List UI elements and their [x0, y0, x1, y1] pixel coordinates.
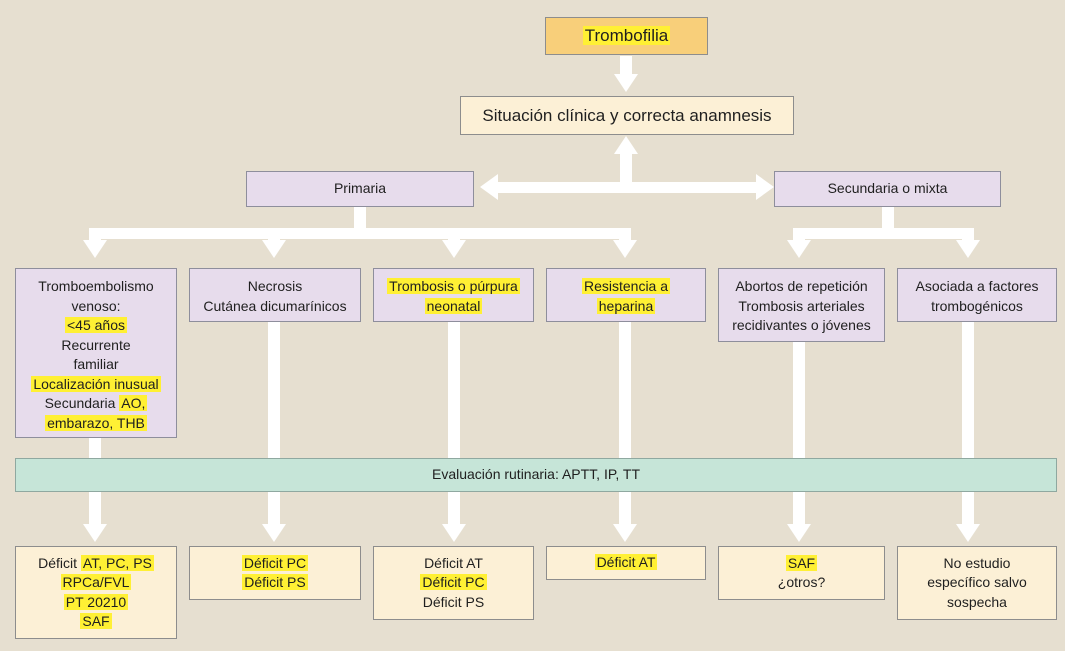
text-line: Primaria — [334, 179, 386, 199]
text: No estudio — [943, 554, 1011, 571]
text-line: heparina — [596, 297, 656, 317]
text: trombogénicos — [931, 297, 1023, 314]
highlighted-text: Déficit PS — [242, 574, 308, 590]
highlighted-text: Trombofilia — [582, 26, 671, 46]
node-asociada-factores: Asociada a factores trombogénicos — [897, 268, 1057, 322]
text-line: Resistencia a — [581, 277, 671, 297]
text-line: Déficit PC — [241, 554, 309, 574]
text: familiar — [73, 356, 119, 372]
text-line: SAF — [80, 612, 112, 632]
text-line: Déficit AT, PC, PS — [38, 554, 154, 574]
text-line: Trombofilia — [582, 26, 671, 46]
text: Déficit AT — [424, 554, 483, 571]
text-line: Evaluación rutinaria: APTT, IP, TT — [432, 465, 640, 485]
highlighted-text: Déficit AT — [594, 554, 658, 571]
highlighted-text: embarazo, THB — [45, 414, 147, 431]
text-line: Recurrente — [61, 336, 130, 356]
node-trombofilia: Trombofilia — [545, 17, 708, 55]
highlighted-text: Déficit PC — [241, 554, 309, 571]
node-evaluacion-rutinaria: Evaluación rutinaria: APTT, IP, TT — [15, 458, 1057, 492]
highlighted-text: neonatal — [424, 297, 483, 314]
result-necrosis: Déficit PC Déficit PS — [189, 546, 361, 600]
text-line: Trombosis arteriales — [738, 297, 864, 317]
text-line: Abortos de repetición — [735, 277, 867, 297]
text-line: Asociada a factores — [916, 277, 1039, 297]
text-line: Situación clínica y correcta anamnesis — [482, 106, 771, 126]
text-line: <45 años — [65, 316, 127, 336]
text-line: Déficit AT — [594, 553, 658, 573]
result-abortos: SAF ¿otros? — [718, 546, 885, 600]
highlighted-text: Resistencia a — [581, 278, 671, 294]
highlighted-text: SAF — [80, 613, 112, 629]
highlighted-text: heparina — [596, 297, 656, 314]
text-line: RPCa/FVL — [60, 573, 132, 593]
text: Situación clínica y correcta anamnesis — [482, 105, 772, 125]
result-asociada: No estudio específico salvo sospecha — [897, 546, 1057, 620]
text: venoso: — [71, 297, 121, 314]
text-line: ¿otros? — [778, 573, 825, 593]
text-line: embarazo, THB — [45, 414, 147, 434]
highlighted-text: SAF — [785, 554, 818, 571]
text: Secundaria o mixta — [827, 180, 948, 197]
node-primaria: Primaria — [246, 171, 474, 207]
highlighted-text: AT, PC, PS — [80, 554, 154, 571]
highlighted-text: Trombosis o púrpura — [387, 278, 520, 294]
highlighted-text: PT 20210 — [63, 593, 129, 610]
text-line: recidivantes o jóvenes — [732, 316, 871, 336]
text: Secundaria — [44, 395, 120, 411]
text: específico salvo — [927, 574, 1027, 591]
text-line: Tromboembolismo — [38, 277, 153, 297]
text: Evaluación rutinaria: APTT, IP, TT — [431, 466, 641, 483]
text: Asociada a factores — [915, 278, 1039, 294]
text-line: SAF — [785, 554, 818, 574]
text: Primaria — [333, 180, 387, 197]
highlighted-text: Déficit PC — [420, 574, 487, 591]
text-line: Necrosis — [248, 277, 302, 297]
result-trombosis-neonatal: Déficit AT Déficit PC Déficit PS — [373, 546, 534, 620]
text-line: sospecha — [947, 593, 1007, 613]
text-line: No estudio — [944, 554, 1011, 574]
text: Cutánea dicumarínicos — [203, 297, 347, 314]
text-line: trombogénicos — [931, 297, 1023, 317]
node-secundaria: Secundaria o mixta — [774, 171, 1001, 207]
text: sospecha — [947, 593, 1007, 610]
text: Tromboembolismo — [38, 278, 154, 294]
text-line: Trombosis o púrpura — [387, 277, 520, 297]
highlighted-text: <45 años — [65, 317, 127, 333]
node-situacion-clinica: Situación clínica y correcta anamnesis — [460, 96, 794, 135]
text-line: Localización inusual — [31, 375, 161, 395]
text: Abortos de repetición — [735, 278, 868, 294]
highlighted-text: Localización inusual — [31, 375, 161, 392]
text: Déficit PS — [422, 593, 485, 610]
node-resistencia-heparina: Resistencia a heparina — [546, 268, 706, 322]
text: Necrosis — [247, 278, 303, 294]
text-line: Secundaria AO, — [45, 394, 148, 414]
text-line: neonatal — [424, 297, 483, 317]
text-line: Cutánea dicumarínicos — [203, 297, 346, 317]
text: Recurrente — [61, 336, 131, 353]
text-line: Déficit PC — [420, 573, 487, 593]
node-trombosis-neonatal: Trombosis o púrpura neonatal — [373, 268, 534, 322]
text: recidivantes o jóvenes — [732, 317, 871, 333]
text-line: Secundaria o mixta — [828, 179, 948, 199]
text-line: familiar — [73, 355, 118, 375]
text: ¿otros? — [777, 574, 826, 590]
text-line: Déficit AT — [424, 554, 483, 574]
text-line: Déficit PS — [242, 573, 308, 593]
result-resistencia: Déficit AT — [546, 546, 706, 580]
text-line: PT 20210 — [63, 593, 129, 613]
highlighted-text: AO, — [119, 395, 148, 411]
text-line: específico salvo — [927, 573, 1027, 593]
text-line: venoso: — [71, 297, 120, 317]
text-line: Déficit PS — [423, 593, 484, 613]
highlighted-text: RPCa/FVL — [60, 574, 132, 590]
text: Trombosis arteriales — [738, 297, 865, 314]
text: Déficit — [38, 554, 81, 571]
